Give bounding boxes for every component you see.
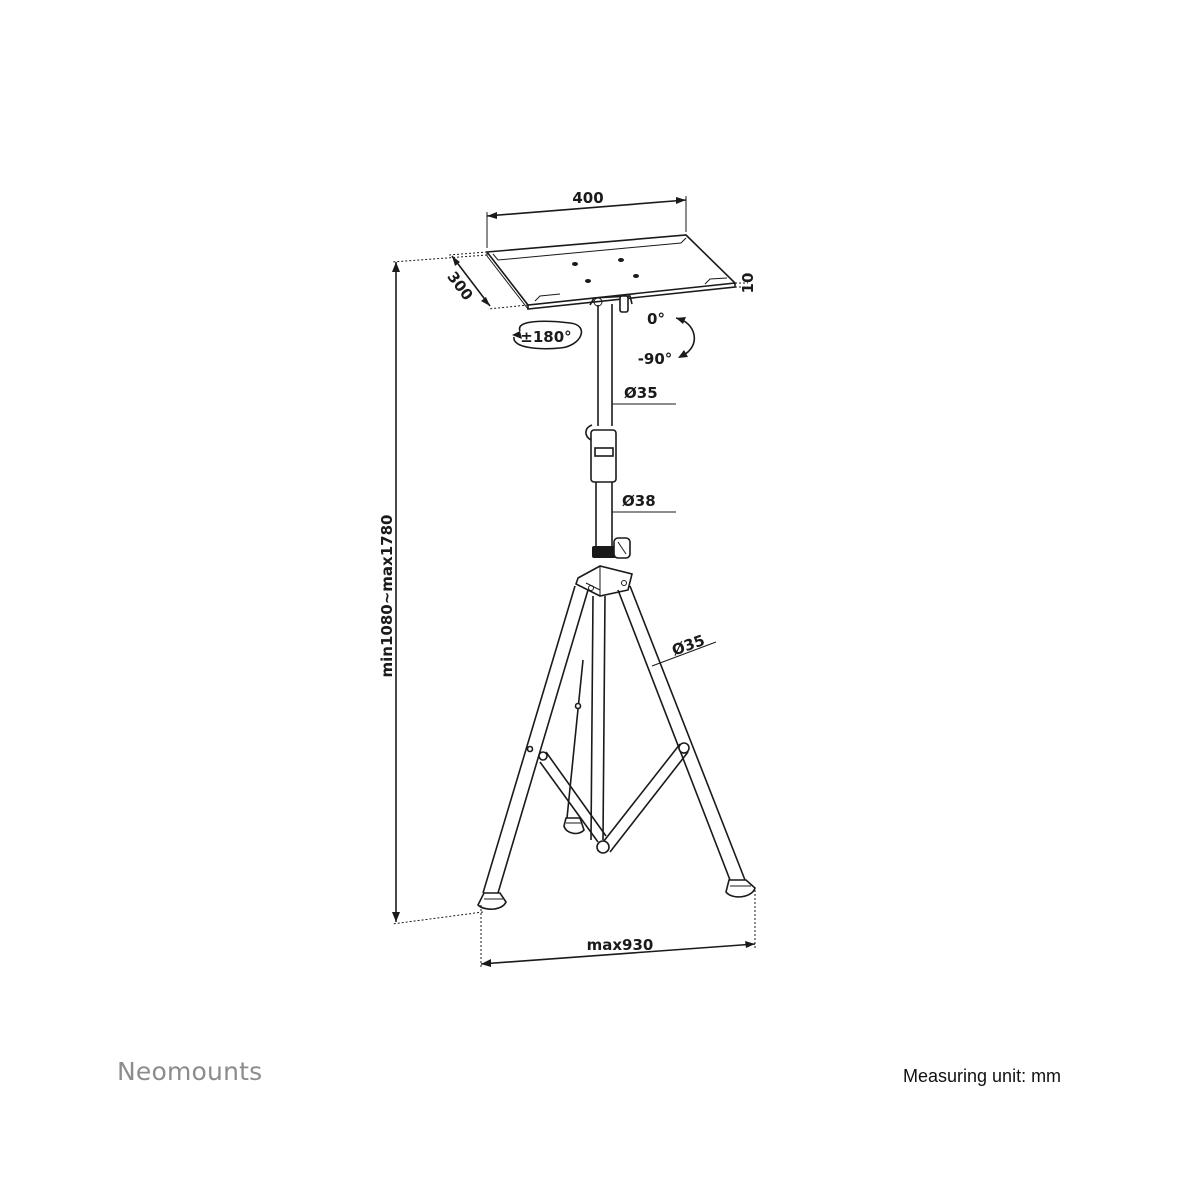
lower-tube-diameter-label: Ø38 <box>622 492 656 510</box>
upper-tube-diameter-label: Ø35 <box>624 384 658 402</box>
leg-diameter-label: Ø35 <box>669 631 707 659</box>
dimension-height: min1080~max1780 <box>378 254 488 925</box>
plate-depth-label: 300 <box>443 268 476 304</box>
leg-feet <box>477 817 756 910</box>
tilt-indicator: 0° -90° <box>638 310 696 368</box>
plate-width-label: 400 <box>572 189 603 207</box>
height-clamp-collar <box>585 424 617 483</box>
base-width-label: max930 <box>587 936 654 954</box>
dimension-plate-thickness: 10 <box>735 273 757 294</box>
leg-hub <box>575 565 633 597</box>
dimension-base-width: max930 <box>480 890 756 968</box>
tilt-bottom-label: -90° <box>638 350 673 368</box>
locking-knob <box>592 537 631 559</box>
brand-logo: Neomounts <box>117 1057 263 1086</box>
lower-tube: Ø38 <box>595 482 676 548</box>
tilt-top-label: 0° <box>647 310 665 328</box>
rotation-indicator: ±180° <box>512 320 583 350</box>
upper-tube: Ø35 <box>597 304 676 426</box>
leg-braces <box>526 702 690 854</box>
rotation-label: ±180° <box>520 328 571 346</box>
tripod-legs: Ø35 <box>482 585 746 894</box>
plate-bracket <box>589 295 633 313</box>
height-range-label: min1080~max1780 <box>378 515 396 678</box>
projector-plate <box>485 234 737 310</box>
plate-thickness-label: 10 <box>739 273 757 294</box>
dimension-plate-width: 400 <box>486 189 687 248</box>
measuring-unit-note: Measuring unit: mm <box>903 1066 1062 1086</box>
